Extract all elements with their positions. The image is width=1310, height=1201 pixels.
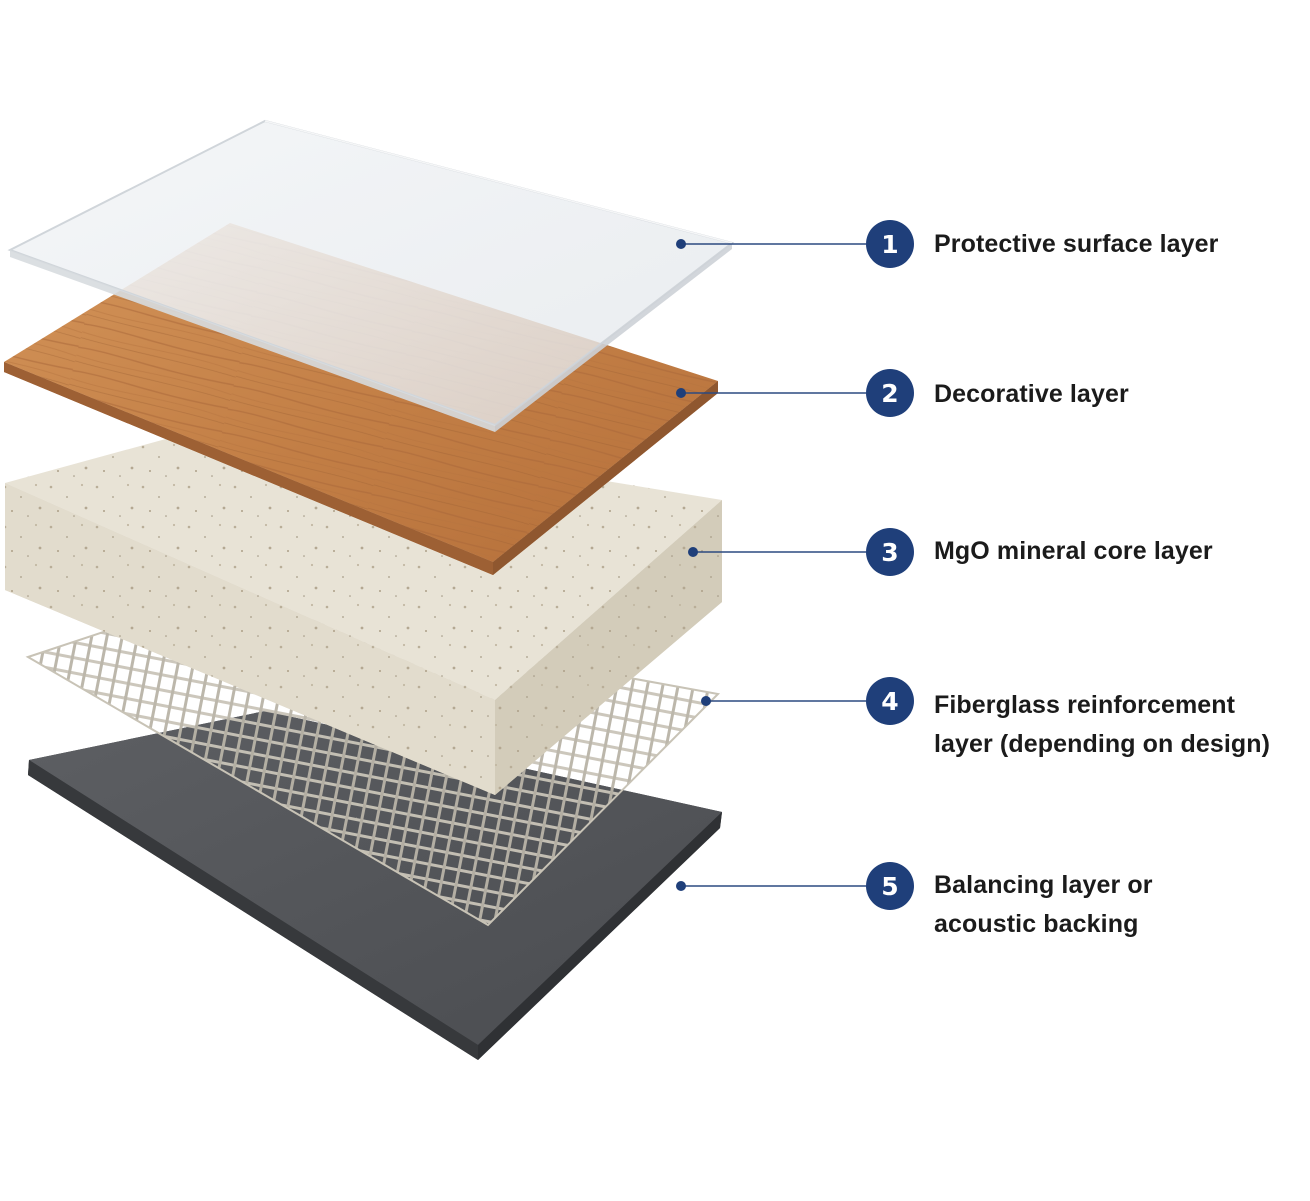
layer-label-line: MgO mineral core layer <box>934 532 1213 571</box>
layer-label-line: Fiberglass reinforcement <box>934 686 1270 725</box>
layer-label-line: acoustic backing <box>934 905 1153 944</box>
anchor-dot <box>676 881 686 891</box>
badge-number: 2 <box>881 379 898 408</box>
anchor-dot <box>688 547 698 557</box>
anchor-dot <box>676 388 686 398</box>
layer-label-2: Decorative layer <box>934 375 1129 414</box>
anchor-dot <box>676 239 686 249</box>
layer-label-1: Protective surface layer <box>934 225 1219 264</box>
badge-number: 1 <box>881 230 898 259</box>
anchor-dot <box>701 696 711 706</box>
layer-label-3: MgO mineral core layer <box>934 532 1213 571</box>
layer-label-line: layer (depending on design) <box>934 725 1270 764</box>
badge-number: 4 <box>881 687 898 716</box>
layer-label-line: Decorative layer <box>934 375 1129 414</box>
layer-label-line: Protective surface layer <box>934 225 1219 264</box>
layer-label-line: Balancing layer or <box>934 866 1153 905</box>
badge-number: 3 <box>881 538 898 567</box>
badge-number: 5 <box>881 872 898 901</box>
